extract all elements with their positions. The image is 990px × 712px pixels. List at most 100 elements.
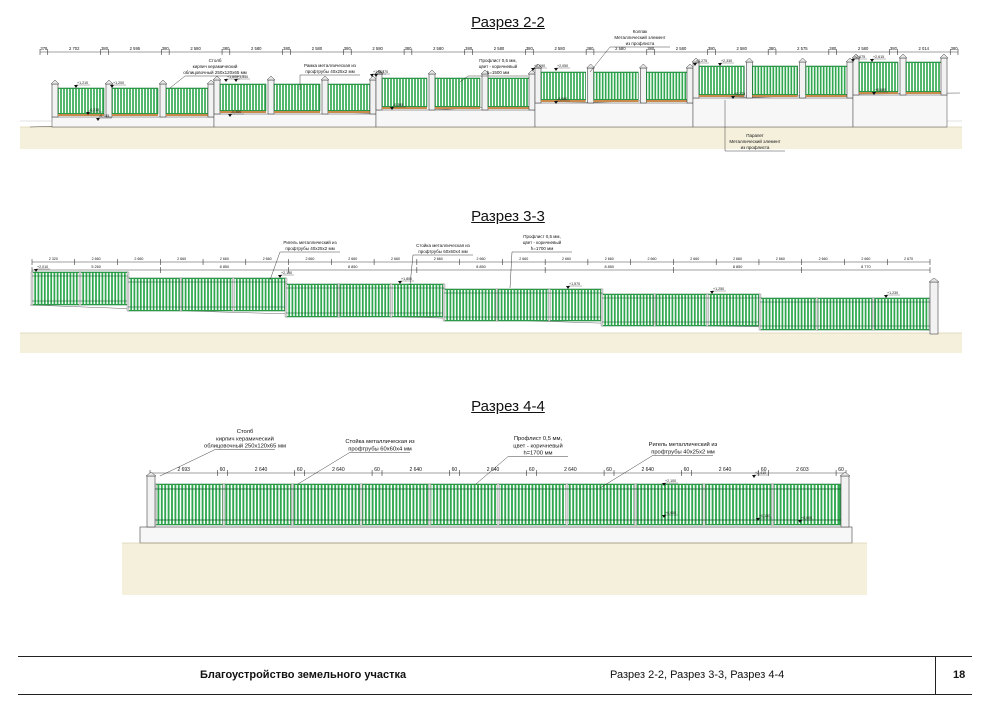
level-value: -0,365 [393,103,403,107]
metal-stand [496,483,500,526]
post-body [587,67,594,104]
dimension-value: 2 603 [796,467,809,473]
level-value: +2,275 [696,59,707,63]
callout-text: h=1500 мм [487,70,510,75]
post-body [840,475,850,528]
panel-plinth [593,100,639,102]
level-value: -0,745 [99,114,109,118]
callout-text: профтрубы 40x25x2 мм [651,449,715,455]
fence-panel [273,83,321,112]
callout-text: профтрубы 60x60x4 мм [418,249,467,254]
post-body [213,79,221,115]
fence-panel [593,71,639,101]
callout-text: облицовочный 250x120x65 мм [204,443,286,450]
fence-panel [487,77,534,108]
dimension-value: 380 [222,46,230,51]
level-mark: +1,570 [566,282,582,289]
callout-text: Металлический элемент [729,138,780,144]
post-body [207,83,215,118]
brick-post [939,53,949,96]
metal-stand [706,293,709,327]
ground-band [20,333,962,353]
dimension-value: 380 [647,46,655,51]
dimension-value: 380 [587,46,595,51]
metal-stand [872,297,875,331]
ground-band [122,543,867,595]
panel-plinth [752,95,798,97]
dimension-value: 380 [951,46,959,51]
dimension-value: 380 [404,46,412,51]
dimension-value: 380 [344,46,352,51]
callout-text: h=1700 мм [531,246,554,251]
post-body [534,67,542,104]
fence-panel [381,77,428,108]
metal-stand [232,277,235,312]
level-triangle [531,68,535,71]
post-cap [928,277,940,283]
level-value: +0,600 [875,88,886,92]
dimension-value: 2 660 [861,257,870,261]
callout-text: Колпак [633,29,648,34]
panel-plinth [112,114,158,116]
level-value: +1,600 [227,75,238,79]
post-cap [691,57,701,63]
dimension-value: 2 580 [190,46,201,51]
level-triangle [554,68,558,71]
post-cap [480,69,490,75]
level-triangle [86,112,90,115]
brick-post [145,471,157,528]
callout-sheet: Профлист 0,5 мм,цвет - коричневыйh=1500 … [459,58,528,83]
panel-plinth [859,92,898,94]
fence-panel [698,65,745,96]
level-mark: +1,200 [110,81,126,88]
post-body [899,57,907,96]
callout-text: Металлический элемент [614,34,665,40]
fence-panel [805,65,852,96]
post-cap [839,471,851,477]
callout-text: цвет - коричневый [523,239,562,245]
metal-stand [359,483,363,526]
post-cap [798,57,808,63]
callout-sheet: Профлист 0,5 мм,цвет - коричневыйh=1700 … [509,234,572,289]
post-cap [266,75,276,81]
dimension-value: 2 640 [409,467,422,473]
metal-stand [284,283,288,318]
level-value: +1,230 [887,291,898,295]
callout-leader [509,251,513,289]
callout-text: из профлиста [626,41,655,46]
level-triangle [74,85,78,88]
sheet-contents: Разрез 2-2, Разрез 3-3, Разрез 4-4 [610,669,785,681]
panel-plinth [646,100,691,102]
level-mark: -0,215 [86,108,102,115]
dimension-value: 380 [708,46,716,51]
level-mark: +0,900 [662,511,678,518]
level-mark: -0,460 [228,110,244,117]
panel-plinth [220,111,266,113]
level-value: -0,080 [557,97,567,101]
dimension-value: 380 [829,46,837,51]
dimension-value: 2 660 [477,257,486,261]
dimension-value: 2 580 [554,46,565,51]
dimension-value: 2 660 [819,257,828,261]
level-value: +2,100 [665,479,676,483]
dimension-value: 2 702 [69,46,80,51]
level-value: +1,570 [569,282,580,286]
post-body [846,61,854,99]
dimension-value: 60 [374,467,380,473]
dimension-value: 2 575 [797,46,808,51]
post-body [267,79,275,115]
post-cap [527,69,537,75]
fence-panel [127,277,287,312]
dimension-value: 2 660 [305,257,314,261]
post-body [940,57,948,96]
dimension-value: 60 [684,467,690,473]
dimension-value: 2 660 [648,257,657,261]
level-mark: +0,273 [731,92,747,99]
dimension-value: 380 [465,46,473,51]
level-mark: +2,090 [531,64,547,71]
dimension-value: 2 580 [676,46,687,51]
